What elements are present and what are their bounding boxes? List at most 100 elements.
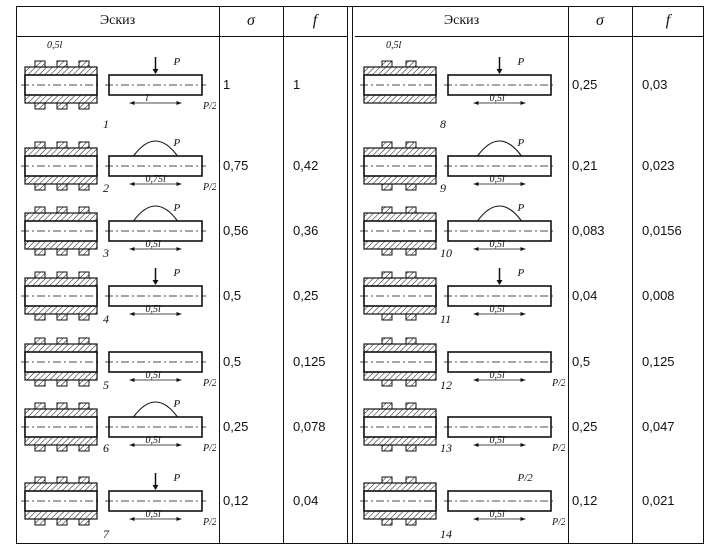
sketch-cell: P 0,5l 10 xyxy=(360,202,555,260)
center-divider-line xyxy=(352,6,353,544)
sketch-cell: P 0,5lP/2 6 xyxy=(21,398,216,455)
f-value: 0,25 xyxy=(293,288,319,303)
sketch-number: 11 xyxy=(440,312,451,326)
length-dimension-label: 0,5l xyxy=(490,304,506,315)
sigma-value: 0,04 xyxy=(572,288,598,303)
left-header-rule xyxy=(16,36,347,37)
length-dimension-label: 0,5l xyxy=(490,174,506,185)
shaft-sketch: P 0,5l 10 xyxy=(360,202,555,260)
shaft-sketch: PlP/20,5l1 xyxy=(21,40,216,131)
sketch-number: 10 xyxy=(440,246,452,260)
sketch-cell: P 0,5l 9 xyxy=(360,137,555,195)
sigma-value: 0,25 xyxy=(223,418,249,434)
load-label: P xyxy=(173,56,181,68)
shaft-sketch: P 0,5lP/2 6 xyxy=(21,398,216,455)
sketch-number: 13 xyxy=(440,441,452,455)
shaft-sketch: P 0,5l 9 xyxy=(360,137,555,195)
left-header-sigma: σ xyxy=(247,12,255,29)
f-value: 0,04 xyxy=(293,493,319,508)
sigma-value: 0,5 xyxy=(223,354,242,369)
load-label: P xyxy=(517,202,525,214)
sigma-value: 0,25 xyxy=(572,418,598,434)
shaft-sketch: 0,5lP/2 5 xyxy=(21,337,216,392)
load-label: P xyxy=(173,202,181,214)
sigma-value: 1 xyxy=(223,77,231,92)
f-value: 0,021 xyxy=(642,493,675,508)
f-value: 0,42 xyxy=(293,158,319,173)
shaft-sketch: P 0,5l 0,5l 8 xyxy=(360,40,555,131)
length-dimension-label: 0,5l xyxy=(146,509,162,520)
f-value: 0,0156 xyxy=(642,222,682,238)
length-dimension-label: 0,75l xyxy=(146,174,167,185)
table-frame xyxy=(16,6,704,544)
f-value: 0,125 xyxy=(642,354,675,369)
hub-dimension-label: 0,5l xyxy=(47,40,63,51)
right-header-rule xyxy=(355,36,704,37)
shaft-sketch: 0,5lP/2 12 xyxy=(360,337,565,392)
f-value: 0,125 xyxy=(293,354,326,369)
sketch-number: 6 xyxy=(103,441,109,455)
left-sigma-column-line xyxy=(219,6,220,544)
sketch-number: 14 xyxy=(440,527,452,541)
reaction-label: P/2 xyxy=(202,101,216,112)
reaction-label: P/2 xyxy=(551,517,565,528)
load-label: P xyxy=(517,56,525,68)
sketch-cell: P0,5l3 xyxy=(21,202,206,260)
length-dimension-label: 0,5l xyxy=(146,370,162,381)
sketch-number: 12 xyxy=(440,378,452,392)
sketch-number: 5 xyxy=(103,378,109,392)
left-header-sketch: Эскиз xyxy=(99,13,136,28)
f-value: 0,03 xyxy=(642,77,668,92)
load-label: P xyxy=(517,267,525,279)
length-dimension-label: 0,5l xyxy=(146,435,162,446)
length-dimension-label: 0,5l xyxy=(146,239,162,250)
sigma-value: 0,21 xyxy=(572,158,598,173)
shaft-sketch: 0,5lP/213 xyxy=(360,402,565,455)
reaction-label: P/2 xyxy=(551,378,565,389)
reaction-label: P/2 xyxy=(202,182,216,193)
load-label: P xyxy=(173,472,181,484)
f-value: 0,047 xyxy=(642,418,675,434)
reaction-label: P/2 xyxy=(551,443,565,454)
right-header-sigma: σ xyxy=(596,12,604,29)
sigma-value: 0,12 xyxy=(223,493,249,508)
shaft-sketch: P 0,5l 11 xyxy=(360,267,555,326)
sketch-cell: P 0,5l 11 xyxy=(360,267,555,326)
sketch-number: 1 xyxy=(103,117,109,131)
length-dimension-label: 0,5l xyxy=(490,370,506,381)
length-dimension-label: 0,5l xyxy=(490,93,506,104)
load-label: P xyxy=(173,137,181,149)
f-value: 0,078 xyxy=(293,418,326,434)
shaft-sketch: P0,5l4 xyxy=(21,267,206,326)
left-header-f: f xyxy=(312,12,318,29)
load-label: P/2 xyxy=(517,472,534,484)
right-sigma-column-line xyxy=(568,6,569,544)
length-dimension-label: 0,5l xyxy=(490,239,506,250)
sketch-cell: P0,5lP/27 xyxy=(21,472,216,541)
sketch-cell: 0,5lP/213 xyxy=(360,402,565,455)
right-header-f: f xyxy=(665,12,671,29)
f-value: 0,023 xyxy=(642,158,675,173)
sketch-cell: PlP/20,5l1 xyxy=(21,40,216,131)
center-divider-line xyxy=(347,6,348,544)
sketch-number: 9 xyxy=(440,181,446,195)
sketch-cell: 0,5lP/2 5 xyxy=(21,337,216,392)
sigma-value: 0,5 xyxy=(572,354,591,369)
reaction-label: P/2 xyxy=(202,443,216,454)
load-label: P xyxy=(173,398,181,410)
sketch-number: 8 xyxy=(440,117,446,131)
sigma-value: 0,5 xyxy=(223,288,242,303)
load-label: P xyxy=(517,137,525,149)
sigma-value: 0,083 xyxy=(572,222,605,238)
sketch-number: 7 xyxy=(103,527,110,541)
sigma-value: 0,56 xyxy=(223,222,249,238)
hub-dimension-label: 0,5l xyxy=(386,40,402,51)
load-label: P xyxy=(173,267,181,279)
reaction-label: P/2 xyxy=(202,378,216,389)
shaft-sketch: P0,5lP/27 xyxy=(21,472,216,541)
sketch-cell: P/20,5lP/214 xyxy=(360,472,565,541)
sketch-cell: P0,5l4 xyxy=(21,267,206,326)
